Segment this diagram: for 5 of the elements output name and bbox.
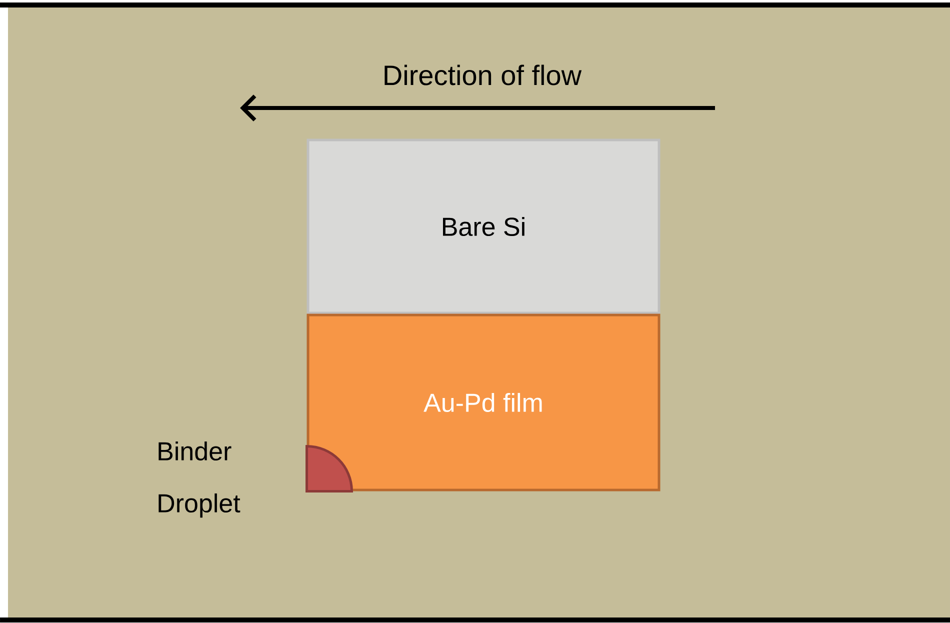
flow-label: Direction of flow: [384, 64, 582, 86]
film-region: Au-Pd film: [306, 314, 660, 492]
substrate-region: Bare Si: [306, 138, 660, 314]
droplet: [306, 445, 353, 492]
droplet-label: Binder Droplet: [158, 441, 240, 518]
